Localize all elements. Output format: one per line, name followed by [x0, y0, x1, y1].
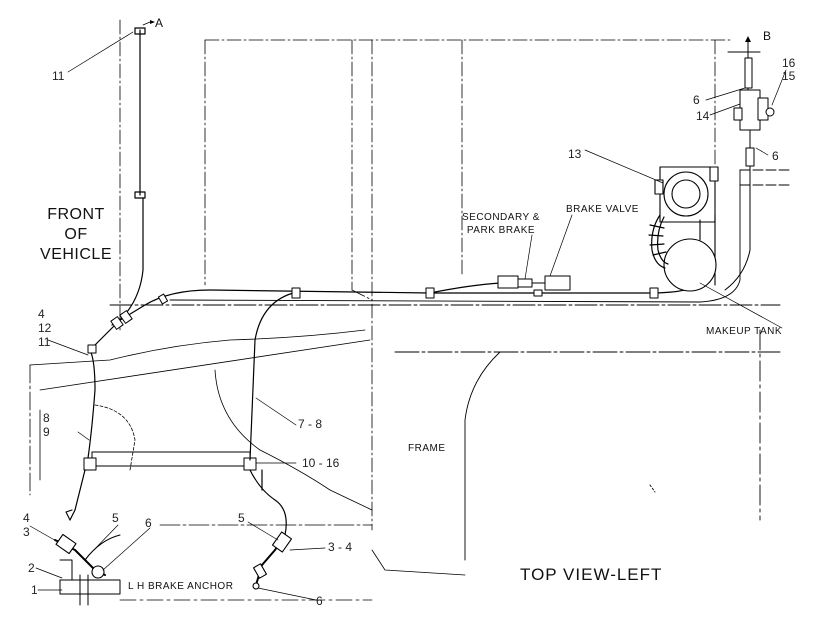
callout-13: 13 — [568, 147, 582, 161]
line-fittings — [87, 287, 659, 354]
front-line-2: OF — [64, 226, 88, 243]
callout-6-right: 6 — [772, 149, 779, 163]
front-line-3: VEHICLE — [40, 246, 112, 263]
view-title: TOP VIEW-LEFT — [520, 565, 663, 584]
callout-6-top: 6 — [693, 93, 700, 107]
callout-8: 8 — [43, 411, 50, 425]
tube-clamp-rear — [83, 451, 257, 471]
secondary-line-2: PARK BRAKE — [466, 225, 536, 236]
label-secondary-park-brake: SECONDARY & PARK BRAKE — [462, 211, 540, 237]
secondary-line-1: SECONDARY & — [462, 212, 540, 223]
callout-4-left: 4 — [38, 307, 45, 321]
makeup-tank — [663, 238, 717, 292]
frame-rail — [109, 169, 781, 561]
callout-2: 2 — [28, 561, 35, 575]
brake-line-main — [69, 27, 696, 536]
callout-14: 14 — [696, 109, 710, 123]
callout-5-left: 5 — [112, 511, 119, 525]
callout-11-left: 11 — [38, 335, 51, 349]
callout-a: A — [155, 16, 164, 30]
callout-16-top: 16 — [782, 56, 796, 70]
leader-lines — [29, 21, 787, 601]
label-frame: FRAME — [408, 443, 446, 454]
label-makeup-tank: MAKEUP TANK — [706, 326, 783, 337]
label-brake-valve: BRAKE VALVE — [566, 204, 639, 215]
callout-4-bottom: 4 — [23, 511, 30, 525]
secondary-park-brake-valve — [497, 275, 571, 297]
ref-arrows — [150, 20, 751, 42]
callout-1: 1 — [31, 583, 38, 597]
relay-valve-upper — [724, 37, 791, 291]
callout-10-16: 10 - 16 — [302, 456, 340, 470]
brake-chamber-left — [54, 509, 121, 579]
callout-12: 12 — [38, 321, 52, 335]
lh-brake-anchor — [59, 559, 121, 606]
frame-outline-dashed — [119, 19, 731, 531]
callout-b: B — [763, 29, 772, 43]
brake-chamber-right — [252, 531, 293, 590]
callout-6-bottom: 6 — [316, 594, 323, 608]
callout-3-bottom: 3 — [23, 525, 30, 539]
callout-9: 9 — [43, 425, 50, 439]
axle-outline — [29, 329, 466, 601]
callout-15: 15 — [782, 69, 796, 83]
brake-valve-assembly — [654, 166, 719, 286]
label-front-of-vehicle: FRONT OF VEHICLE — [38, 205, 114, 265]
coiled-hose — [648, 214, 669, 269]
callout-7-8: 7 - 8 — [298, 417, 323, 431]
front-line-1: FRONT — [47, 206, 105, 223]
callout-5-right: 5 — [238, 511, 245, 525]
callout-11-top: 11 — [52, 69, 65, 83]
callout-3-4: 3 - 4 — [328, 540, 353, 554]
label-lh-brake-anchor: L H BRAKE ANCHOR — [128, 581, 234, 592]
callout-6-left: 6 — [145, 516, 152, 530]
